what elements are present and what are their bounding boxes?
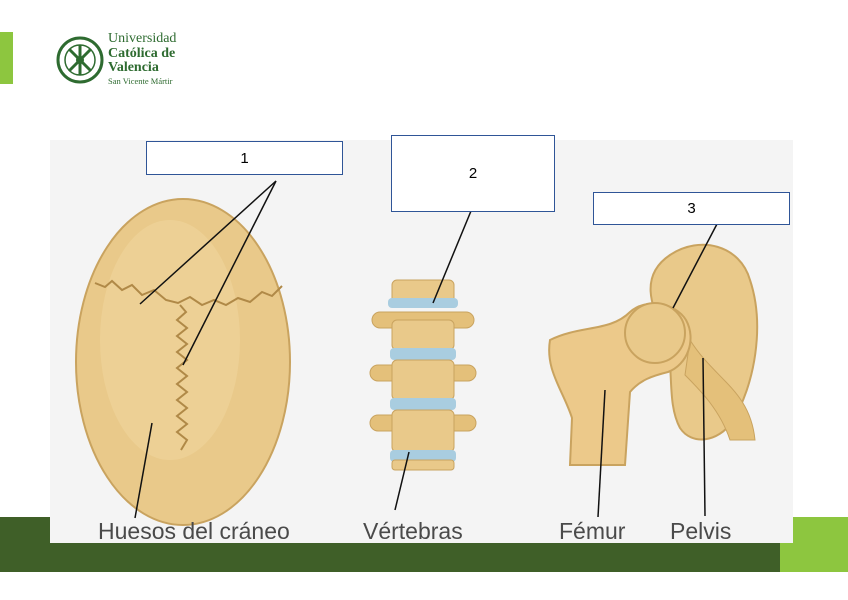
leader-lines — [134, 180, 718, 519]
caption-vertebrae: Vértebras — [363, 518, 463, 544]
caption-pelvis: Pelvis — [670, 518, 732, 544]
university-name: Universidad Católica de Valencia San Vic… — [108, 31, 177, 87]
university-line-3: Valencia — [108, 60, 159, 76]
hip-illustration — [548, 243, 759, 466]
university-line-1: Universidad — [108, 31, 177, 46]
caption-skull: Huesos del cráneo — [98, 518, 290, 544]
university-seal-logo — [56, 36, 104, 84]
university-line-4: San Vicente Mártir — [108, 76, 173, 87]
vertebrae-illustration — [369, 279, 477, 471]
label-box-1[interactable]: 1 — [146, 141, 343, 175]
university-line-2: Católica de — [108, 45, 176, 61]
skull-illustration — [75, 198, 291, 526]
label-box-3[interactable]: 3 — [593, 192, 790, 225]
caption-femur: Fémur — [559, 518, 626, 544]
left-accent-bar — [0, 32, 13, 84]
bones-illustration — [75, 180, 759, 526]
label-box-2[interactable]: 2 — [391, 135, 555, 212]
